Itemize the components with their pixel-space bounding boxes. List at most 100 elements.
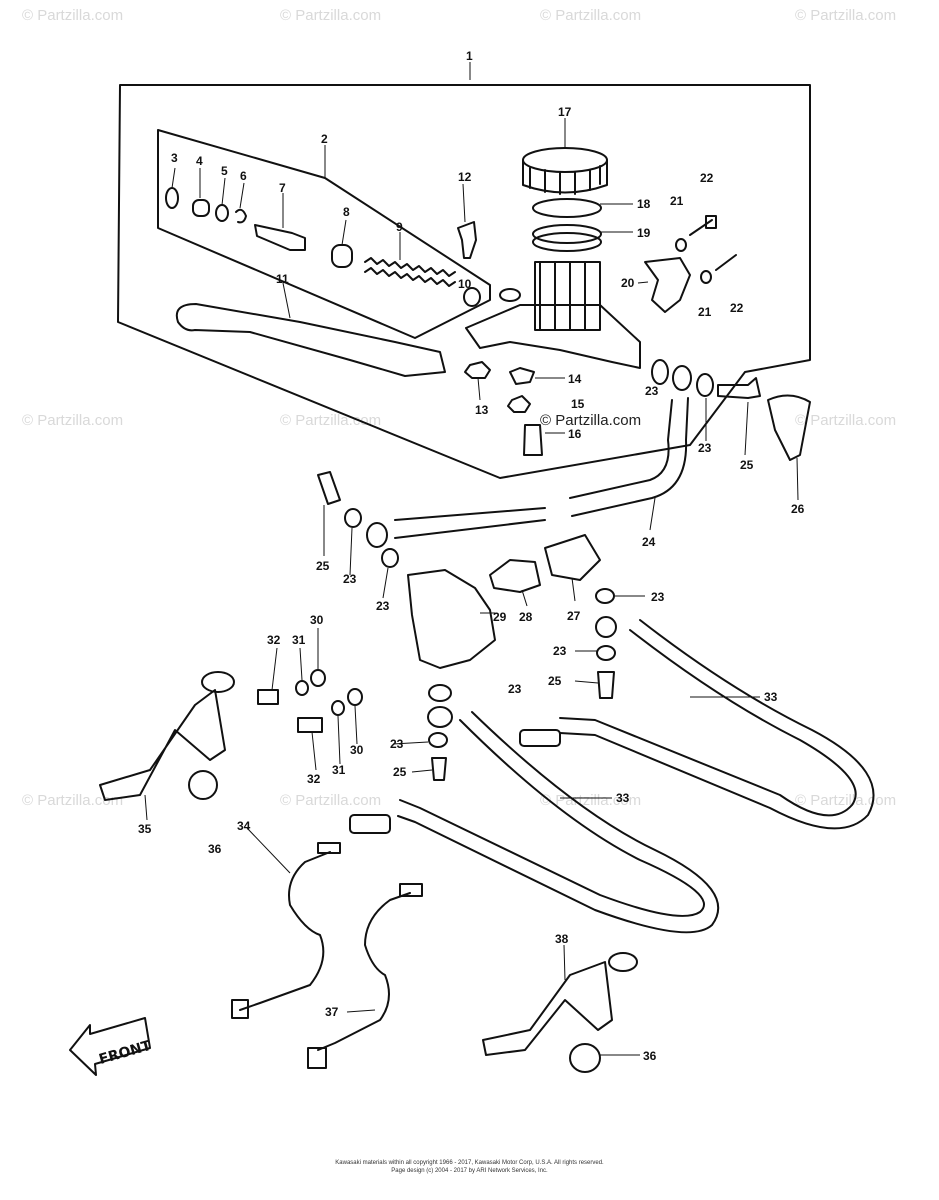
washer	[509, 367, 535, 385]
callout-23c: 23	[343, 572, 357, 586]
hose-bracket-38	[482, 961, 613, 1056]
front-label: FRONT	[97, 1038, 153, 1068]
fastener-set-lower	[297, 688, 363, 733]
callout-25a: 25	[740, 458, 754, 472]
callout-19: 19	[637, 226, 651, 240]
callout-32b: 32	[307, 772, 321, 786]
diaphragm	[532, 198, 602, 218]
switch-cover	[544, 534, 601, 581]
hose-bracket-35	[99, 689, 226, 801]
callout-29: 29	[493, 610, 507, 624]
watermark: © Partzilla.com	[22, 792, 123, 809]
brake-light-switch	[489, 559, 541, 593]
watermark: © Partzilla.com	[795, 7, 896, 24]
callout-20: 20	[621, 276, 635, 290]
callout-23d: 23	[376, 599, 390, 613]
bolt-12	[457, 221, 477, 259]
watermark: © Partzilla.com	[540, 7, 641, 24]
washer	[696, 373, 714, 397]
plate	[532, 224, 602, 252]
banjo-bolt	[717, 377, 761, 399]
callout-30b: 30	[350, 743, 364, 757]
watermark: © Partzilla.com	[280, 792, 381, 809]
brake-lever	[175, 303, 446, 377]
watermark: © Partzilla.com	[280, 412, 381, 429]
holder-clamp	[644, 257, 691, 313]
watermark: © Partzilla.com	[22, 7, 123, 24]
page-design-line: Page design (c) 2004 - 2017 by ARI Netwo…	[391, 1168, 548, 1174]
callout-22b: 22	[730, 301, 744, 315]
master-cylinder-body	[465, 261, 641, 369]
leader-lines	[144, 118, 799, 1056]
bolt	[597, 671, 615, 699]
callout-26: 26	[791, 502, 805, 516]
callout-36b: 36	[643, 1049, 657, 1063]
callout-23f: 23	[553, 644, 567, 658]
brake-hose-33-right	[519, 619, 875, 830]
brake-pipe-34	[239, 851, 331, 1011]
callout-23a: 23	[645, 384, 659, 398]
brake-pipe-37	[317, 892, 411, 1051]
fastener-set-upper	[257, 669, 326, 705]
copyright-line: Kawasaki materials within all copyright …	[335, 1160, 604, 1166]
watermark: © Partzilla.com	[540, 792, 641, 809]
brake-hose-33-left	[349, 711, 720, 934]
callout-14: 14	[568, 372, 582, 386]
callout-21b: 21	[698, 305, 712, 319]
callout-30a: 30	[310, 613, 324, 627]
callout-31b: 31	[332, 763, 346, 777]
bolt-head	[705, 215, 717, 229]
washer	[428, 684, 452, 702]
watermarks: © Partzilla.com © Partzilla.com © Partzi…	[22, 7, 896, 809]
bracket-loop	[201, 671, 235, 693]
bracket-loop	[608, 952, 638, 972]
watermark: © Partzilla.com	[540, 412, 641, 429]
callout-11: 11	[276, 272, 289, 286]
callout-3: 3	[171, 151, 178, 165]
boot	[767, 394, 811, 461]
lever-kit-parts	[165, 187, 481, 307]
callout-labels: 1 2 3 4 5 6 7 8 9 10 11 12 13 14 15 16 1…	[138, 49, 805, 1063]
washer	[344, 508, 362, 528]
callout-23g: 23	[508, 682, 522, 696]
fitting	[366, 522, 388, 548]
three-way-joint	[407, 569, 496, 669]
bolt	[431, 757, 447, 781]
callout-18: 18	[637, 197, 651, 211]
watermark: © Partzilla.com	[280, 7, 381, 24]
callout-10: 10	[458, 277, 472, 291]
callout-23b: 23	[698, 441, 712, 455]
callout-25d: 25	[393, 765, 407, 779]
nut	[464, 361, 491, 379]
bolt	[689, 219, 713, 236]
pipe-fitting	[231, 999, 249, 1019]
callout-31a: 31	[292, 633, 306, 647]
callout-16: 16	[568, 427, 582, 441]
bolt	[523, 424, 543, 456]
callout-21: 21	[670, 194, 684, 208]
callout-23h: 23	[390, 737, 404, 751]
callout-15: 15	[571, 397, 585, 411]
watermark: © Partzilla.com	[22, 412, 123, 429]
front-arrow: FRONT	[69, 1017, 153, 1076]
reservoir-cap	[522, 147, 608, 195]
watermark: © Partzilla.com	[795, 792, 896, 809]
callout-7: 7	[279, 181, 286, 195]
callout-17: 17	[558, 105, 572, 119]
callout-34: 34	[237, 819, 251, 833]
callout-25c: 25	[548, 674, 562, 688]
callout-12: 12	[458, 170, 472, 184]
washer	[595, 588, 615, 604]
fitting	[595, 616, 617, 638]
callout-9: 9	[396, 220, 403, 234]
callout-22: 22	[700, 171, 714, 185]
nut	[507, 395, 531, 413]
washer	[596, 645, 616, 661]
grommet	[569, 1043, 601, 1073]
washer	[381, 548, 399, 568]
washer	[700, 270, 712, 284]
callout-4: 4	[196, 154, 203, 168]
washer	[428, 732, 448, 748]
callout-27: 27	[567, 609, 581, 623]
